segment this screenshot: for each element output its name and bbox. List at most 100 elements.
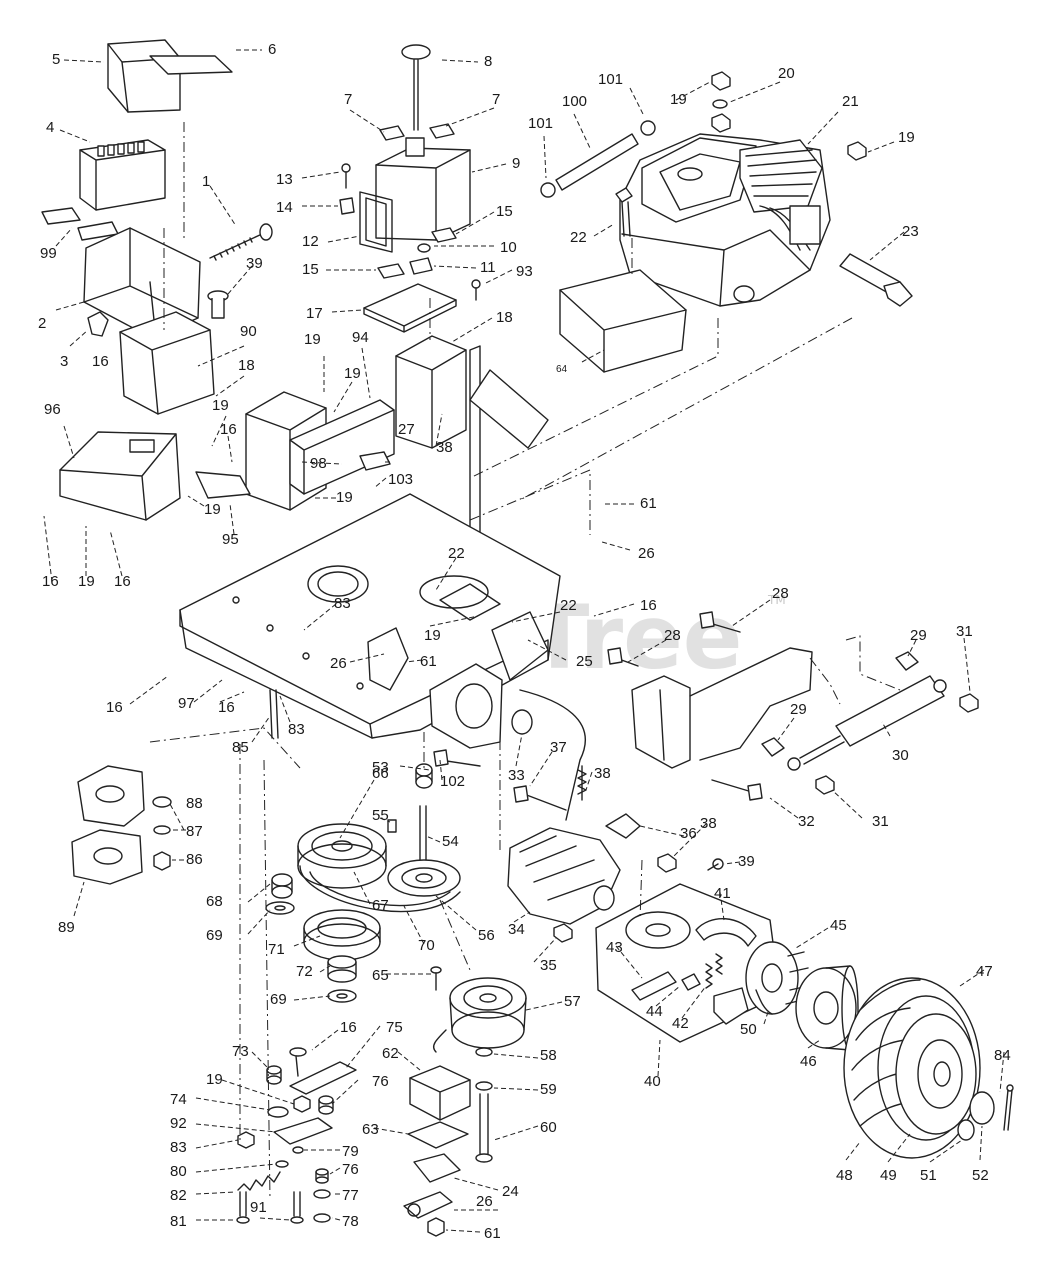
- fuel-tank-pad-left: [379, 125, 405, 141]
- callout-19: 19: [336, 489, 353, 506]
- callout-19: 19: [898, 129, 915, 146]
- callout-91: 91: [250, 1199, 267, 1216]
- callout-19: 19: [212, 397, 229, 414]
- callout-77: 77: [342, 1187, 359, 1204]
- callout-67: 67: [372, 897, 389, 914]
- washer-69-lower: [327, 989, 357, 1003]
- callout-46: 46: [800, 1053, 817, 1070]
- callout-56: 56: [478, 927, 495, 944]
- spring-82: [237, 1171, 281, 1191]
- spacer-72: [327, 955, 357, 983]
- callout-32: 32: [798, 813, 815, 830]
- engine: [619, 133, 831, 307]
- callout-50: 50: [740, 1021, 757, 1038]
- fuel-clamp-11: [409, 257, 433, 275]
- callout-68: 68: [206, 893, 223, 910]
- bolt-93: [471, 279, 481, 301]
- callout-101: 101: [528, 115, 553, 132]
- callout-78: 78: [342, 1213, 359, 1230]
- callout-66: 66: [372, 765, 389, 782]
- bolt-39-upper: [207, 290, 229, 319]
- fuel-tank-bracket-17: [363, 283, 457, 333]
- callout-3: 3: [60, 353, 68, 370]
- callout-20: 20: [778, 65, 795, 82]
- callout-37: 37: [550, 739, 567, 756]
- callout-17: 17: [306, 305, 323, 322]
- callout-69: 69: [206, 927, 223, 944]
- brake-pad-41: [695, 917, 757, 947]
- bolt-60: [475, 1093, 493, 1163]
- bolt-16-lower: [289, 1047, 307, 1077]
- callout-26: 26: [638, 545, 655, 562]
- callout-70: 70: [418, 937, 435, 954]
- mount-plate-26-center: [367, 627, 409, 691]
- bushing-68: [271, 873, 293, 899]
- callout-35: 35: [540, 957, 557, 974]
- spring-38-center: [577, 765, 587, 801]
- callout-45: 45: [830, 917, 847, 934]
- callout-99: 99: [40, 245, 57, 262]
- callout-7: 7: [492, 91, 500, 108]
- callout-19: 19: [304, 331, 321, 348]
- callout-44: 44: [646, 1003, 663, 1020]
- callout-29: 29: [910, 627, 927, 644]
- callout-79: 79: [342, 1143, 359, 1160]
- callout-38: 38: [700, 815, 717, 832]
- callout-16: 16: [340, 1019, 357, 1036]
- callout-83: 83: [170, 1139, 187, 1156]
- callout-6: 6: [268, 41, 276, 58]
- callout-15: 15: [302, 261, 319, 278]
- callout-1: 1: [202, 173, 210, 190]
- callout-88: 88: [186, 795, 203, 812]
- callout-102: 102: [440, 773, 465, 790]
- ring-78: [313, 1213, 331, 1223]
- bracket-90: [119, 311, 215, 415]
- callout-47: 47: [976, 963, 993, 980]
- callout-19: 19: [670, 91, 687, 108]
- callout-33: 33: [508, 767, 525, 784]
- wheel-adapter-46: [795, 965, 859, 1051]
- bolt-102: [433, 749, 481, 767]
- bracket-26-lower: [413, 1153, 461, 1183]
- fuel-cap-dipstick: [401, 44, 431, 131]
- callout-100: 100: [562, 93, 587, 110]
- bushing-29-lower: [761, 737, 785, 757]
- callout-76: 76: [372, 1073, 389, 1090]
- bushing-53: [415, 763, 433, 789]
- bracket-95: [195, 471, 251, 499]
- callout-54: 54: [442, 833, 459, 850]
- callout-75: 75: [386, 1019, 403, 1036]
- callout-41: 41: [714, 885, 731, 902]
- callout-16: 16: [218, 699, 235, 716]
- callout-13: 13: [276, 171, 293, 188]
- callout-22: 22: [570, 229, 587, 246]
- callout-76: 76: [342, 1161, 359, 1178]
- bolt-65: [430, 966, 442, 991]
- bolt-85: [269, 689, 279, 739]
- washer-80: [275, 1160, 289, 1168]
- callout-36: 36: [680, 825, 697, 842]
- link-24: [403, 1191, 453, 1219]
- callout-16: 16: [220, 421, 237, 438]
- idler-arm-92: [273, 1117, 333, 1145]
- callout-51: 51: [920, 1167, 937, 1184]
- idler-pulley-56: [387, 859, 461, 897]
- callout-101: 101: [598, 71, 623, 88]
- fuel-pad-15-upper: [431, 227, 457, 243]
- callout-30: 30: [892, 747, 909, 764]
- control-arm: [689, 647, 813, 761]
- bolt-91: [290, 1191, 304, 1224]
- callout-16: 16: [42, 573, 59, 590]
- battery-tray: [83, 227, 201, 339]
- pedal-link: [519, 689, 586, 821]
- bolt-32: [711, 779, 763, 801]
- callout-23: 23: [902, 223, 919, 240]
- callout-34: 34: [508, 921, 525, 938]
- cotter-pin-84: [1003, 1084, 1014, 1131]
- callout-94: 94: [352, 329, 369, 346]
- callout-7: 7: [344, 91, 352, 108]
- bolt-81: [236, 1191, 250, 1224]
- callout-26: 26: [476, 1193, 493, 1210]
- callout-18: 18: [496, 309, 513, 326]
